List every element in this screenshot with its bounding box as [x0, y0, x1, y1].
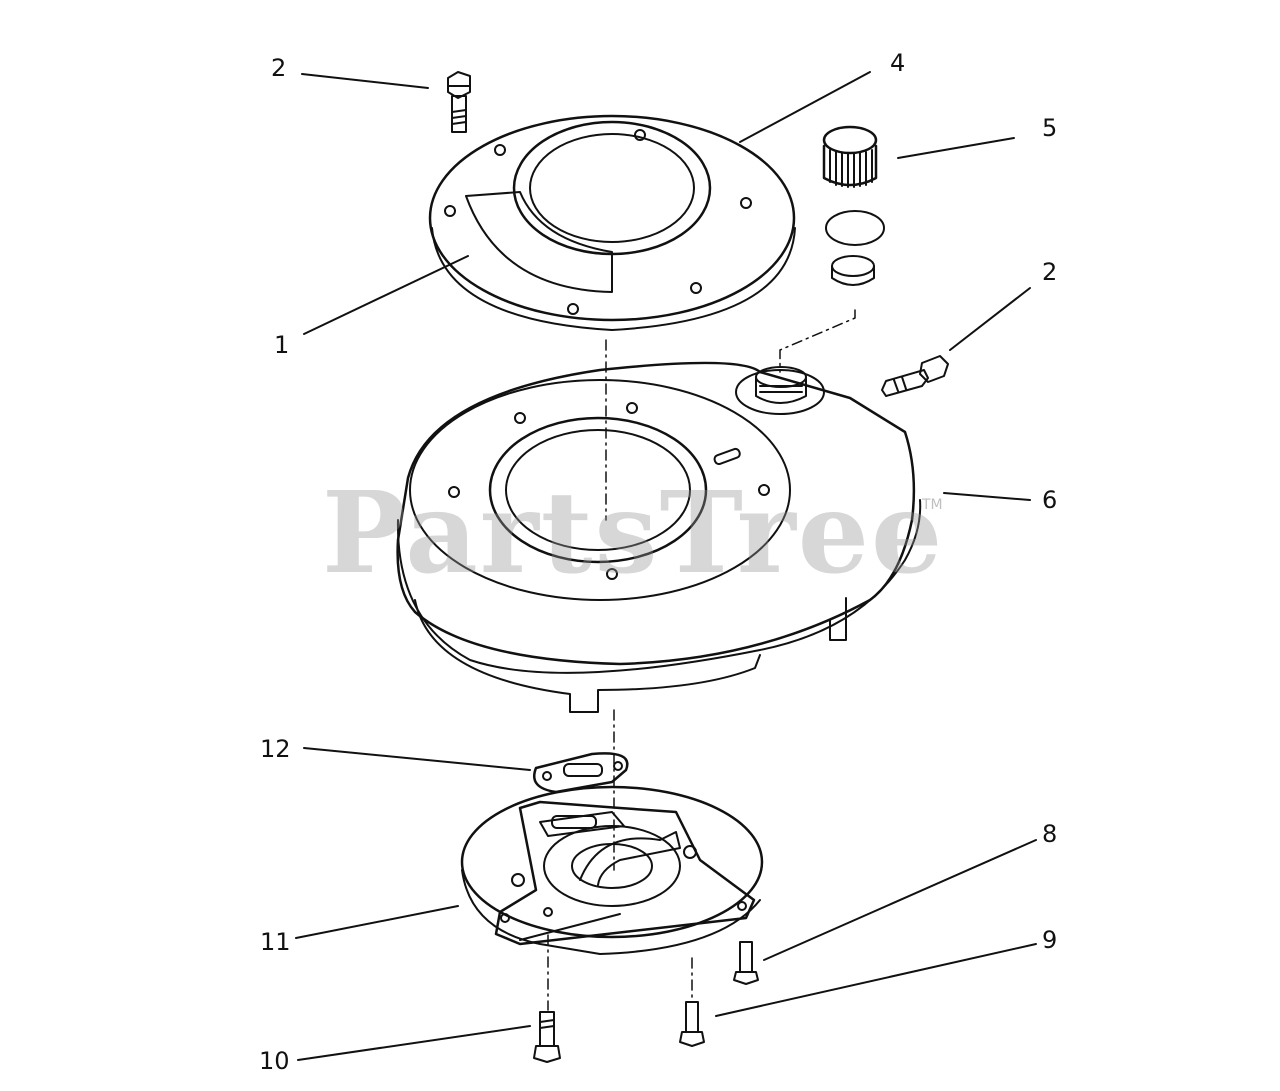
part-blower-housing [396, 361, 922, 713]
callout-4: 4 [890, 49, 906, 77]
part-top-cover-plate [428, 114, 796, 331]
callout-1: 1 [274, 331, 290, 359]
callout-8: 8 [1042, 820, 1058, 848]
callout-9: 9 [1042, 926, 1058, 954]
watermark-text: PartsTree [322, 468, 945, 599]
part-bolt-right [881, 355, 949, 397]
part-bolt-top-left [447, 71, 471, 133]
callout-2-right: 2 [1042, 258, 1058, 286]
part-recoil-starter [460, 785, 764, 955]
part-bolt-10 [533, 1011, 561, 1063]
callout-6: 6 [1042, 486, 1058, 514]
part-bolt-8 [733, 941, 759, 985]
part-filler-cap [822, 125, 885, 286]
part-bolt-9 [679, 1001, 705, 1047]
callout-10: 10 [259, 1047, 290, 1075]
callout-12: 12 [260, 735, 291, 763]
part-gasket [533, 752, 629, 794]
callout-11: 11 [260, 928, 291, 956]
watermark-trademark: TM [922, 497, 943, 513]
callout-5: 5 [1042, 114, 1058, 142]
center-lines [547, 309, 856, 1011]
leader-lines [295, 71, 1037, 1061]
callout-2-top: 2 [271, 54, 287, 82]
